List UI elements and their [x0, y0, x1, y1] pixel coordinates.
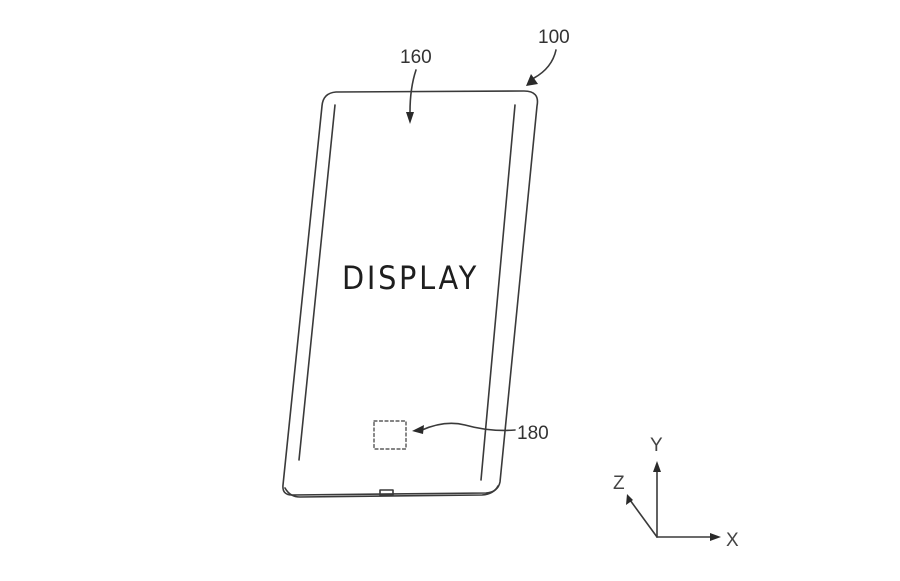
display-label: DISPLAY: [342, 259, 479, 297]
z-axis-line: [629, 499, 658, 538]
z-axis-arrowhead: [626, 494, 633, 505]
label-100: 100: [538, 27, 570, 48]
axis-label-z: Z: [613, 473, 625, 494]
device-port: [379, 489, 394, 496]
leader-line-180: [421, 422, 516, 432]
axis-label-y: Y: [650, 435, 663, 456]
arrowhead-100: [526, 74, 538, 86]
leader-line-160: [409, 69, 417, 113]
display-left-edge: [298, 104, 336, 461]
device-outline: [282, 90, 539, 496]
device-bottom-edge: [284, 485, 499, 498]
label-160: 160: [400, 47, 432, 68]
display-right-edge: [480, 104, 516, 481]
sensor-region-180: [373, 420, 407, 450]
axis-label-x: X: [726, 530, 739, 551]
x-axis-arrowhead: [710, 533, 721, 541]
arrowhead-180: [412, 425, 424, 434]
arrowhead-160: [406, 112, 414, 124]
leader-line-100: [533, 49, 557, 79]
y-axis-arrowhead: [653, 461, 661, 472]
label-180: 180: [517, 423, 549, 444]
